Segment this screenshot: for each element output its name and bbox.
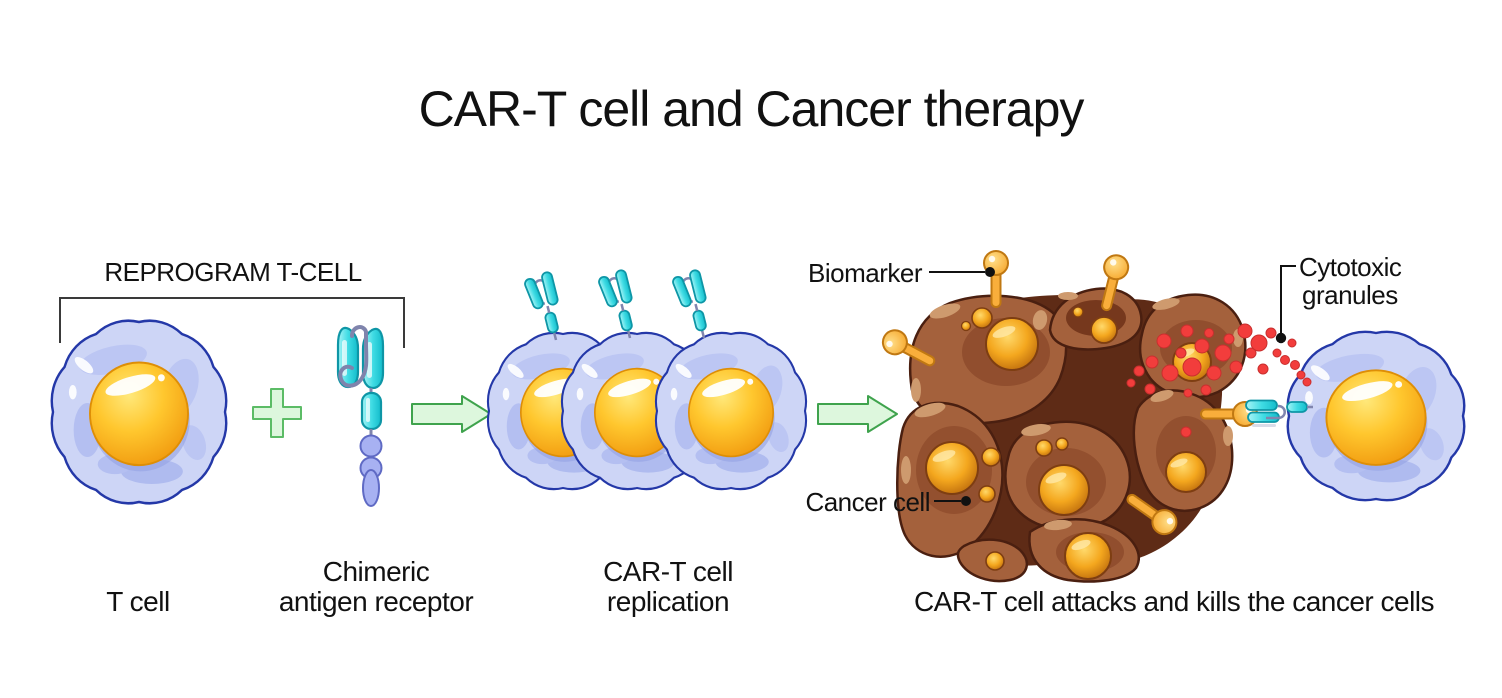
biomarker-label: Biomarker [808,258,922,288]
car-t-replication-cells [486,267,808,491]
plus-icon [252,388,302,438]
page-title: CAR-T cell and Cancer therapy [418,81,1085,137]
car-receptor-right [1245,399,1313,427]
t-cell-caption: T cell [106,586,170,617]
replication-caption-line2: replication [606,586,730,617]
cytotoxic-granules [1126,323,1312,438]
chimeric-caption-line2: antigen receptor [278,586,474,617]
replication-caption-line1: CAR-T cell [603,556,733,587]
chimeric-antigen-receptor-illustration [336,325,385,507]
leader-line [929,265,1296,506]
car-t-cell-attacking [1286,330,1466,502]
t-cell-illustration [50,319,228,505]
cancer-cell-cluster [877,250,1247,583]
arrow-right-icon [817,395,898,433]
arrow-right-icon [411,395,492,433]
reprogram-label: REPROGRAM T-CELL [104,257,362,287]
attack-caption: CAR-T cell attacks and kills the cancer … [913,586,1435,617]
cancer-cell-label: Cancer cell [805,487,930,517]
cytotoxic-granules-label-line1: Cytotoxic [1299,252,1402,282]
reprogram-bracket [59,297,405,348]
chimeric-caption-line1: Chimeric [322,556,430,587]
cytotoxic-granules-label-line2: granules [1302,280,1398,310]
